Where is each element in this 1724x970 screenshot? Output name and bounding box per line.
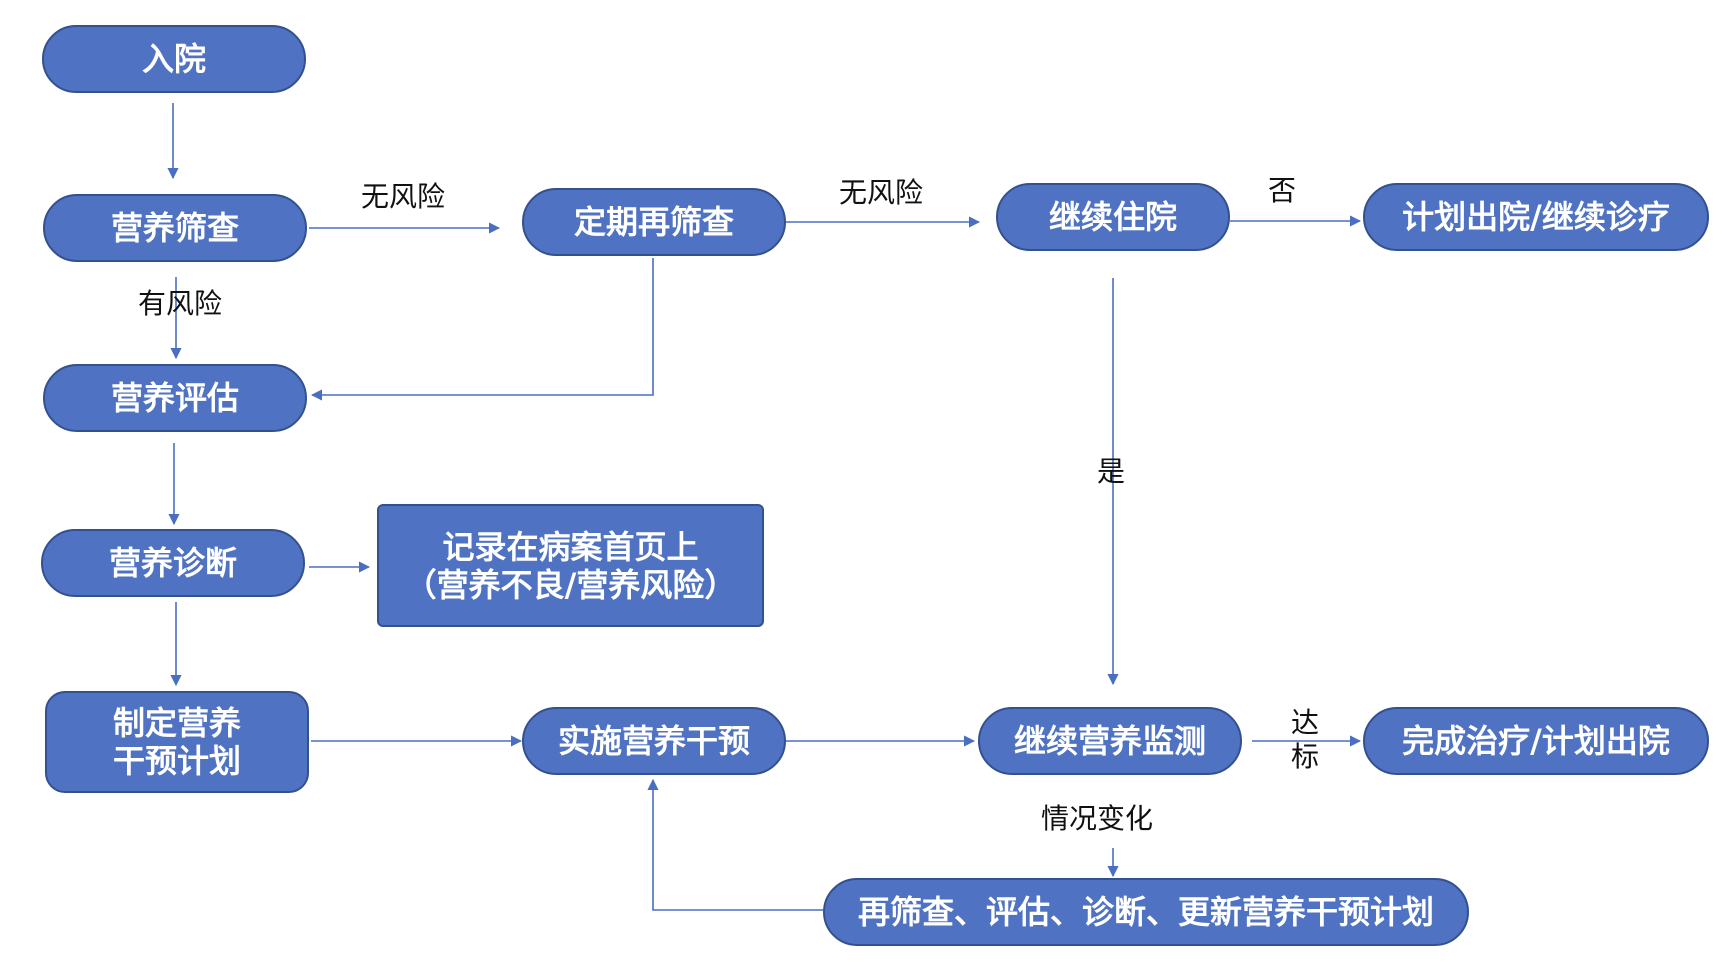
node-monitor: 继续营养监测 [978, 707, 1242, 775]
node-plan-discharge-text: 计划出院/继续诊疗 [1402, 198, 1670, 236]
node-record-line2: （营养不良/营养风险） [404, 565, 737, 604]
label-reach-char2: 标 [1290, 740, 1319, 773]
label-no-risk-screening: 无风险 [361, 180, 446, 213]
node-plan-discharge: 计划出院/继续诊疗 [1363, 183, 1709, 251]
label-no: 否 [1268, 174, 1297, 207]
node-diagnosis-text: 营养诊断 [108, 544, 237, 582]
label-situation-change: 情况变化 [1041, 802, 1154, 835]
node-update-text: 再筛查、评估、诊断、更新营养干预计划 [857, 893, 1434, 931]
node-admission-text: 入院 [141, 40, 206, 78]
node-make-plan-line1: 制定营养 [112, 704, 241, 742]
node-complete-text: 完成治疗/计划出院 [1402, 722, 1670, 760]
label-reach-standard: 达 标 [1289, 706, 1321, 774]
node-complete: 完成治疗/计划出院 [1363, 707, 1709, 775]
label-reach-char1: 达 [1290, 706, 1319, 739]
node-screening-text: 营养筛查 [110, 209, 239, 247]
node-admission: 入院 [42, 25, 306, 93]
node-make-plan: 制定营养 干预计划 [45, 691, 309, 793]
arrow-rescreen-to-assessment [310, 258, 654, 401]
node-implement-text: 实施营养干预 [557, 722, 750, 760]
node-rescreen-text: 定期再筛查 [573, 203, 734, 241]
node-record: 记录在病案首页上 （营养不良/营养风险） [377, 504, 764, 627]
label-no-risk-rescreen: 无风险 [839, 176, 924, 209]
label-has-risk: 有风险 [138, 287, 223, 320]
node-make-plan-line2: 干预计划 [112, 742, 241, 780]
node-assessment: 营养评估 [43, 364, 307, 432]
node-continue-stay-text: 继续住院 [1048, 198, 1177, 236]
node-screening: 营养筛查 [43, 194, 307, 262]
node-implement: 实施营养干预 [522, 707, 786, 775]
node-rescreen: 定期再筛查 [522, 188, 786, 256]
arrow-update-to-implement [647, 778, 823, 911]
label-yes: 是 [1097, 455, 1126, 488]
node-monitor-text: 继续营养监测 [1013, 722, 1206, 760]
node-continue-stay: 继续住院 [996, 183, 1230, 251]
node-update: 再筛查、评估、诊断、更新营养干预计划 [823, 878, 1469, 946]
node-assessment-text: 营养评估 [110, 379, 239, 417]
node-record-line1: 记录在病案首页上 [442, 527, 699, 566]
node-diagnosis: 营养诊断 [41, 529, 305, 597]
